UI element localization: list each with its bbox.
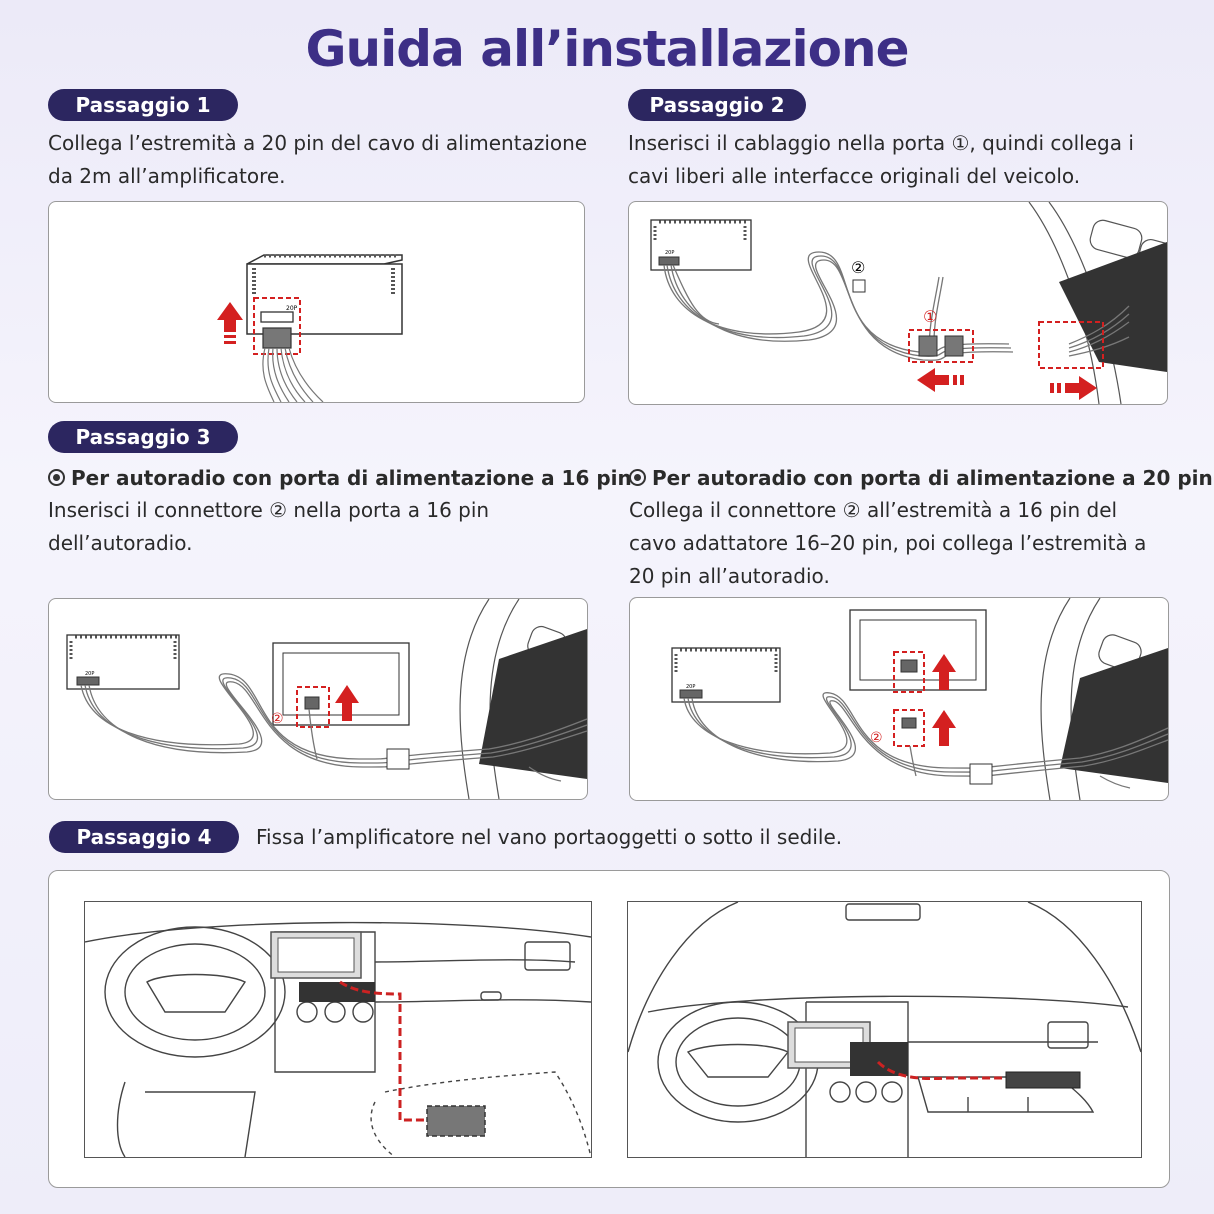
marker-1: ① <box>923 307 937 326</box>
glovebox-scene <box>627 901 1142 1158</box>
step4-diagram <box>48 870 1170 1188</box>
step1-text: Collega l’estremità a 20 pin del cavo di… <box>48 131 588 188</box>
marker-2: ② <box>870 730 883 746</box>
bullet-icon <box>629 469 646 486</box>
amp-port-label: 20P <box>85 671 94 677</box>
up-arrow-icon <box>932 710 956 746</box>
under-seat-scene <box>84 901 592 1158</box>
left-arrow-icon <box>917 368 964 392</box>
amp-port-label: 20P <box>665 250 674 256</box>
step3-left-diagram: 20P ② <box>48 598 588 800</box>
step3-right-heading: Per autoradio con porta di alimentazione… <box>629 462 1213 495</box>
step4-badge: Passaggio 4 <box>49 821 239 853</box>
step3-right-text: Collega il connettore ② all’estremità a … <box>629 498 1147 588</box>
step3-badge: Passaggio 3 <box>48 421 238 453</box>
up-arrow-icon <box>217 302 243 344</box>
step3-right-diagram: 20P ② <box>629 597 1169 801</box>
amp-port-label: 20P <box>686 684 695 690</box>
step3-left-heading: Per autoradio con porta di alimentazione… <box>48 462 632 495</box>
bullet-icon <box>48 469 65 486</box>
step2-badge: Passaggio 2 <box>628 89 806 121</box>
step1-diagram: 20P <box>48 201 585 403</box>
right-arrow-icon <box>1050 376 1097 400</box>
marker-2: ② <box>851 258 865 277</box>
step2-text: Inserisci il cablaggio nella porta ①, qu… <box>628 131 1134 188</box>
up-arrow-icon <box>932 654 956 690</box>
amp-port-label: 20P <box>286 305 298 312</box>
step2-diagram: 20P ② ① <box>628 201 1168 405</box>
step4-text: Fissa l’amplificatore nel vano portaogge… <box>256 825 843 849</box>
step3-left-text: Inserisci il connettore ② nella porta a … <box>48 498 490 555</box>
page-title: Guida all’installazione <box>305 20 910 78</box>
step1-badge: Passaggio 1 <box>48 89 238 121</box>
up-arrow-icon <box>335 685 359 721</box>
marker-2: ② <box>271 711 284 727</box>
